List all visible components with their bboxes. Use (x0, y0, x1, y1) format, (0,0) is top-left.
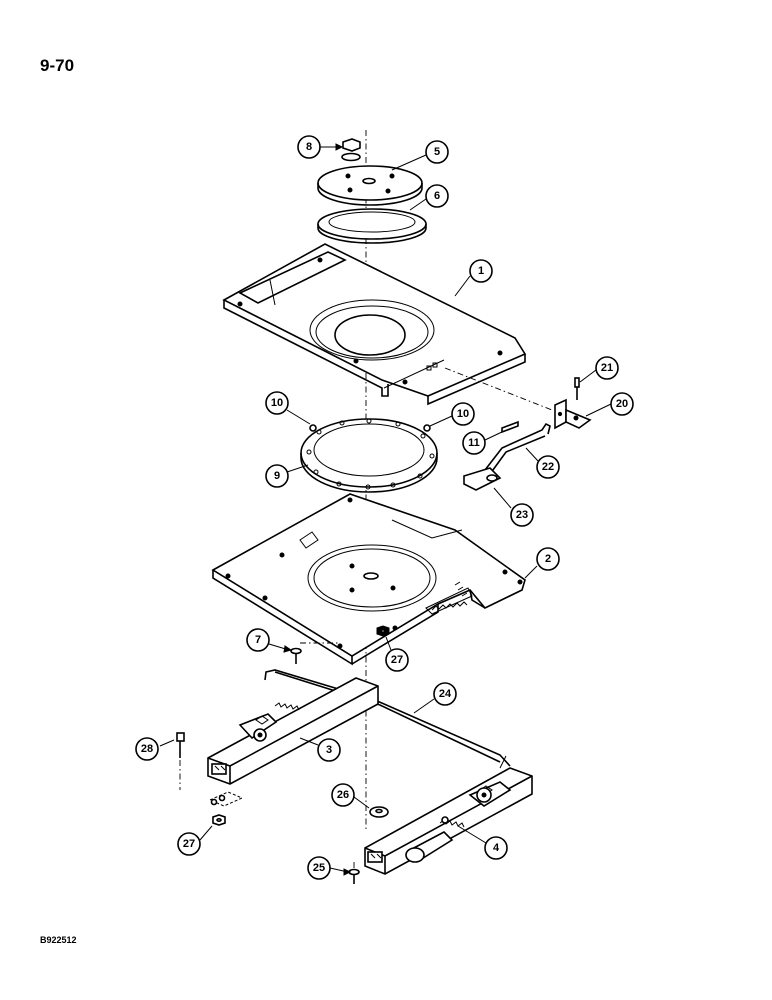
callout-20: 20 (610, 392, 634, 416)
callout-5: 5 (425, 140, 449, 164)
callout-27-upper: 27 (385, 648, 409, 672)
callout-7: 7 (246, 628, 270, 652)
callout-26: 26 (331, 783, 355, 807)
svg-text:28: 28 (141, 743, 153, 755)
svg-text:24: 24 (439, 688, 452, 700)
callout-2: 2 (536, 547, 560, 571)
callout-8: 8 (297, 135, 321, 159)
svg-text:26: 26 (337, 789, 349, 801)
svg-text:7: 7 (255, 634, 261, 646)
part-4-right-rail (364, 755, 533, 875)
part-3-left-rail (207, 677, 379, 785)
callout-28: 28 (135, 737, 159, 761)
part-20-bracket (554, 398, 592, 430)
svg-text:2: 2 (545, 553, 551, 565)
part-9-bearing-ring (300, 418, 438, 493)
part-10-ball-right (423, 424, 431, 432)
svg-text:20: 20 (616, 398, 628, 410)
callout-1: 1 (469, 259, 493, 283)
part-6-ring (317, 208, 427, 244)
part-8-nut (341, 138, 361, 162)
callout-25: 25 (307, 856, 331, 880)
page-number: 9-70 (40, 56, 75, 75)
part-2-lower-plate (211, 493, 526, 666)
svg-text:6: 6 (434, 190, 440, 202)
callout-27-lower: 27 (177, 832, 201, 856)
callout-3: 3 (317, 738, 341, 762)
callout-4: 4 (484, 836, 508, 860)
part-27-nut-upper (376, 625, 390, 637)
svg-text:10: 10 (457, 408, 469, 420)
svg-text:22: 22 (542, 461, 554, 473)
svg-text:4: 4 (493, 842, 500, 854)
svg-text:1: 1 (478, 265, 484, 277)
part-25-bolt (348, 862, 360, 884)
svg-text:9: 9 (274, 470, 280, 482)
part-5-disc (317, 165, 423, 206)
svg-text:11: 11 (468, 437, 480, 449)
part-23-knob (463, 467, 502, 491)
part-21-screw (574, 377, 580, 400)
svg-text:23: 23 (516, 509, 528, 521)
svg-text:21: 21 (601, 362, 613, 374)
svg-text:27: 27 (183, 838, 195, 850)
svg-text:8: 8 (306, 141, 312, 153)
part-24-rod (264, 669, 511, 767)
callout-10-left: 10 (265, 391, 289, 415)
part-28-bolt (176, 732, 185, 758)
part-7-bolt (290, 642, 340, 664)
part-27-plate-under-rail (208, 791, 244, 807)
callout-10-right: 10 (451, 402, 475, 426)
part-22-lever (484, 422, 551, 475)
callout-21: 21 (595, 356, 619, 380)
svg-text:27: 27 (391, 654, 403, 666)
callout-leaders (159, 143, 612, 876)
part-27-nut-lower (212, 814, 226, 826)
callout-6: 6 (425, 184, 449, 208)
svg-text:3: 3 (326, 744, 332, 756)
svg-text:10: 10 (271, 397, 283, 409)
callout-11: 11 (462, 431, 486, 455)
part-26-washer (369, 806, 389, 818)
callout-9: 9 (265, 464, 289, 488)
guide-line-20 (444, 367, 553, 411)
part-11-pin (501, 420, 519, 434)
figure-code: B922512 (40, 935, 77, 945)
callout-23: 23 (510, 503, 534, 527)
callout-24: 24 (433, 682, 457, 706)
svg-text:25: 25 (313, 862, 325, 874)
callout-22: 22 (536, 455, 560, 479)
part-1-upper-plate (222, 243, 527, 406)
svg-text:5: 5 (434, 146, 440, 158)
part-10-ball-left (309, 424, 317, 432)
